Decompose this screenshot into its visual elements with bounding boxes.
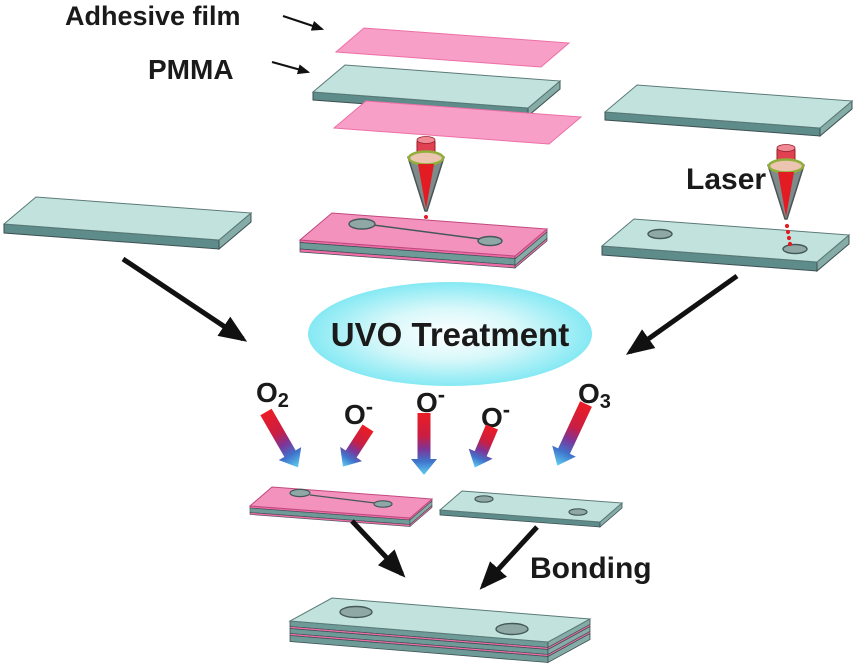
reactive-species-arrow-ominus-3 <box>468 424 498 468</box>
inlet-hole <box>348 218 376 230</box>
inlet-hole-small <box>289 488 311 498</box>
plain-pmma-slab-right <box>603 84 854 138</box>
adhesive-film-label: Adhesive film <box>65 1 241 31</box>
pmma-pointer-arrow <box>271 60 311 75</box>
bonded-chip-stack <box>288 597 592 664</box>
bonded-hole-right <box>495 622 529 636</box>
microchannel-line-small <box>309 494 376 504</box>
uvo-treatment-label: UVO Treatment <box>331 316 569 353</box>
adhesive-film-sheet-bottom <box>332 100 583 145</box>
adhesive-film-sheet-top <box>334 27 571 68</box>
hole-right-small <box>568 508 588 516</box>
laser-engraver-tool-right <box>766 143 806 247</box>
outlet-hole <box>477 235 503 247</box>
arrow-left-to-uvo <box>121 256 248 342</box>
reactive-species-arrow-ominus-2 <box>411 413 437 475</box>
bonded-hole-left <box>339 605 373 619</box>
drilled-hole-right <box>782 243 808 255</box>
treated-engraved-stack <box>248 486 434 528</box>
plain-pmma-slab-left <box>2 196 253 251</box>
reactive-species-arrow-ominus-1 <box>340 424 374 467</box>
arrow-bond-right <box>479 525 539 590</box>
arrow-right-to-uvo <box>625 273 739 355</box>
species-o3-label: O3 <box>578 378 611 413</box>
hole-left-small <box>474 495 494 503</box>
adhesive-film-pointer-arrow <box>282 14 325 31</box>
species-o-minus-label-1: O- <box>344 394 373 430</box>
outlet-hole-small <box>373 500 393 508</box>
uvo-treatment-bubble: UVO Treatment <box>308 282 592 386</box>
arrow-bond-left <box>350 519 406 578</box>
laser-dotted-beam-right <box>784 223 793 247</box>
engraved-film-pmma-stack <box>298 212 549 269</box>
bonding-label: Bonding <box>530 552 652 585</box>
species-o2-label: O2 <box>256 377 289 412</box>
species-o-minus-label-2: O- <box>416 382 445 418</box>
reactive-species-arrow-o3 <box>552 401 592 466</box>
reactive-species-arrow-o2 <box>260 408 302 468</box>
laser-engraver-tool-middle <box>406 135 446 231</box>
drilled-hole-left <box>647 228 673 240</box>
pmma-label: PMMA <box>148 54 234 85</box>
treated-drilled-slab <box>438 490 624 528</box>
drilled-pmma-slab <box>600 218 851 273</box>
microchannel-line <box>372 224 481 240</box>
laser-label: Laser <box>686 163 766 196</box>
